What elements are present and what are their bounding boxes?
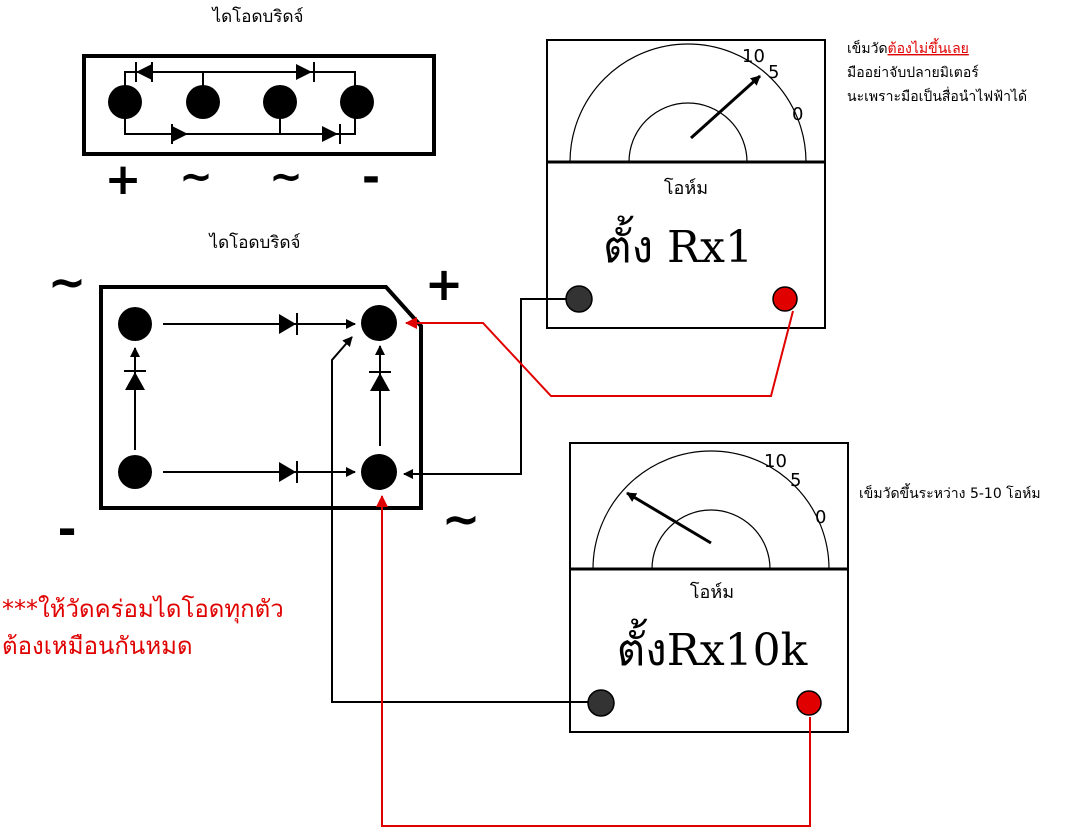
meter-1-needle [689,74,762,140]
meter-1-scale-arc [569,43,807,163]
main-diode-right [369,371,391,391]
meter-1-setting: ตั้ง Rx1 [603,215,753,273]
meter-2-note: เข็มวัดขึ้นระหว่าง 5-10 โอห์ม [859,483,1041,502]
meter-2: 10 5 0 โอห์ม ตั้งRx10k [569,442,849,733]
meter-2-scale-arc [592,450,830,570]
meter-1-note-line2: มืออย่าจับปลายมิเตอร์ [847,64,979,81]
meter-1: 10 5 0 โอห์ม ตั้ง Rx1 [546,39,826,329]
top-label-plus: + [105,154,142,205]
meter-2-red-jack [796,690,822,716]
top-label-ac1: ~ [179,154,213,200]
main-bridge-title: ไดโอดบริดจ์ [208,232,301,253]
top-diode-1 [135,62,153,82]
top-label-ac2: ~ [269,154,303,200]
top-terminal-plus-dot [108,85,142,119]
top-diode-2 [296,62,315,82]
meter-2-black-lead [331,336,588,703]
main-bridge: ไดโอดบริดจ์ ~ + - ~ [48,232,481,556]
meter-2-body [569,442,849,733]
top-bridge-title: ไดโอดบริดจ์ [211,6,304,27]
main-label-minus: - [57,502,76,556]
main-terminal-ac-right-dot [361,454,397,490]
meter-1-black-jack [565,285,593,313]
main-diode-bottom [279,461,298,483]
top-terminal-minus-dot [340,85,374,119]
main-terminal-ac-left-dot [118,307,152,341]
meter-1-note-line3: นะเพราะมือเป็นสื่อนำไฟฟ้าได้ [847,87,1027,105]
meter-2-scale-0: 0 [815,507,826,528]
top-terminal-ac1-dot [186,85,220,119]
top-bridge: ไดโอดบริดจ์ + ~ [82,6,436,205]
warning-note: ***ให้วัดคร่อมไดโอดทุกตัว ต้องเหมือนกันห… [2,595,284,660]
meter-1-scale-5: 5 [768,62,779,83]
meter-2-unit: โอห์ม [690,581,734,603]
meter-1-unit: โอห์ม [664,177,708,199]
meter-2-black-jack [587,689,615,717]
svg-text:เข็มวัดต้องไม่ขึ้นเลย: เข็มวัดต้องไม่ขึ้นเลย [847,38,969,57]
meter-1-body [546,39,826,329]
meter-1-black-lead [403,298,566,479]
main-label-plus: + [425,257,464,311]
meter-1-scale-10: 10 [742,46,765,67]
meter-1-notes: เข็มวัดต้องไม่ขึ้นเลย มืออย่าจับปลายมิเต… [847,38,1027,105]
main-terminal-plus-dot [361,305,397,341]
main-diode-left [124,370,146,390]
meter-1-red-jack [772,286,798,312]
meter-1-note-prefix: เข็มวัด [847,39,888,57]
meter-1-scale-0: 0 [792,104,803,125]
meter-2-scale-10: 10 [764,451,787,472]
top-diode-4 [322,124,341,144]
top-diode-3 [171,124,188,144]
warning-line-2: ต้องเหมือนกันหมด [2,632,193,660]
main-diode-top [279,313,298,335]
meter-1-red-lead [405,310,794,397]
meter-2-setting: ตั้งRx10k [617,618,808,676]
main-terminal-minus-dot [118,455,152,489]
main-label-tilde-left: ~ [48,255,87,309]
warning-line-1: ***ให้วัดคร่อมไดโอดทุกตัว [2,595,284,624]
meter-2-scale-5: 5 [790,470,801,491]
top-label-minus: - [362,152,380,203]
main-bridge-body [99,285,423,510]
meter-2-red-lead [376,495,811,827]
meter-1-note-red: ต้องไม่ขึ้นเลย [888,38,969,57]
meter-2-needle [626,491,712,545]
top-terminal-ac2-dot [263,85,297,119]
main-label-tilde-bottom: ~ [442,492,481,546]
